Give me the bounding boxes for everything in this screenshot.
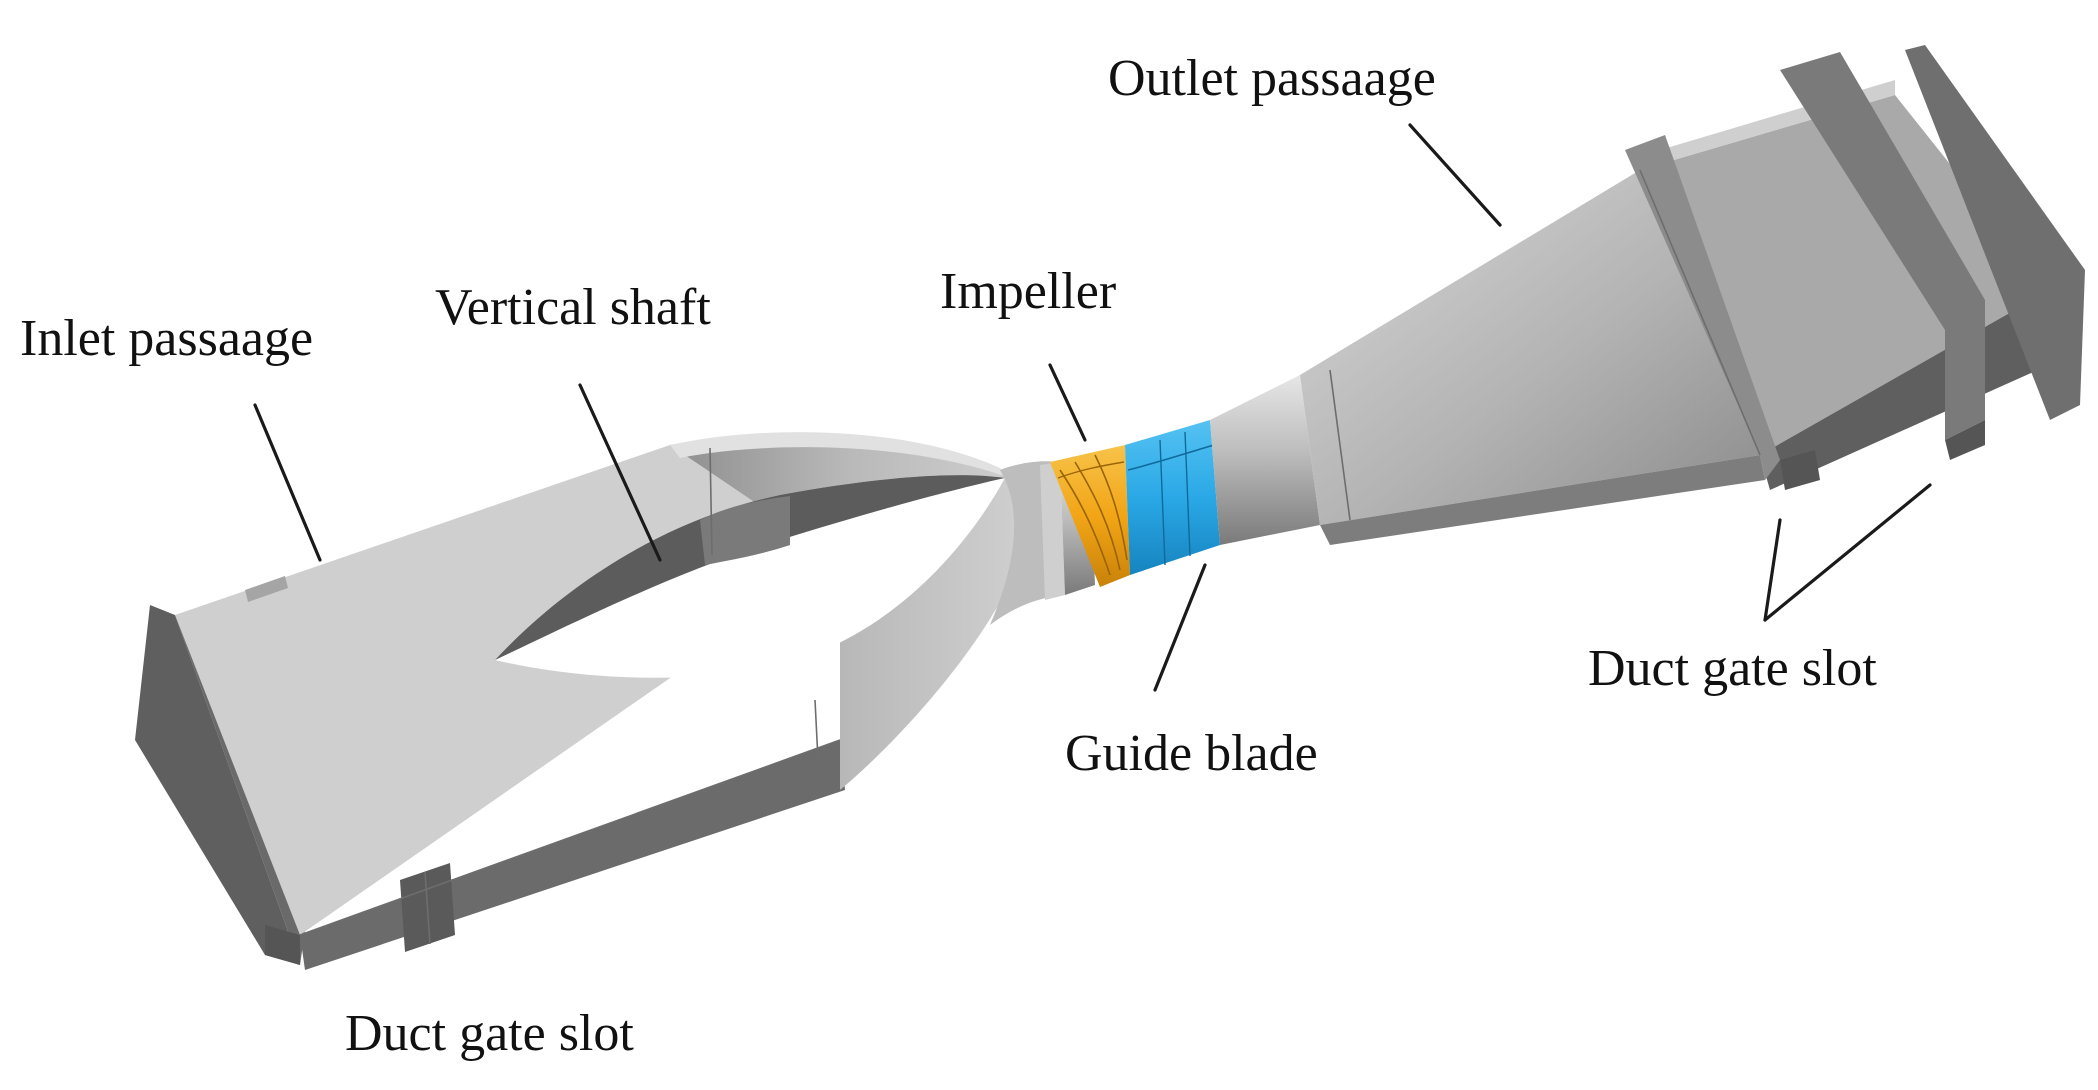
- right-gate-slot-2: [1780, 52, 1985, 440]
- leader-impeller: [1048, 363, 1087, 442]
- tube-segment-2: [1210, 375, 1320, 545]
- leader-guide-blade: [1153, 563, 1207, 692]
- leader-outlet-passage: [1408, 123, 1502, 227]
- right-gate-foot-1: [1780, 450, 1820, 490]
- right-gate-slot-3: [1905, 45, 2085, 420]
- leader-lines: [253, 123, 1932, 692]
- label-guide-blade: Guide blade: [1065, 725, 1318, 782]
- label-duct-gate-slot-left: Duct gate slot: [345, 1005, 634, 1062]
- outlet-cone-bottom: [1320, 455, 1765, 545]
- shaft-inner-seam: [700, 496, 790, 565]
- label-duct-gate-slot-right: Duct gate slot: [1588, 640, 1877, 697]
- outlet-cone: [1300, 170, 1760, 525]
- central-tube: [1040, 375, 1320, 600]
- vertical-shaft-body: [495, 432, 1060, 790]
- leader-right-gate-b: [1763, 483, 1932, 622]
- label-inlet-passage: Inlet passaage: [20, 310, 313, 367]
- tube-inlet-ring: [1040, 462, 1065, 600]
- right-gate-foot-2: [1945, 420, 1985, 460]
- right-gate-slot-1: [1625, 135, 1780, 480]
- outlet-passage-body: [1300, 45, 2085, 545]
- shaft-rim: [670, 432, 1010, 478]
- inlet-front-face: [135, 605, 300, 965]
- leader-inlet-passage: [253, 403, 322, 562]
- leader-right-gate-a: [1763, 518, 1782, 622]
- guide-blade-ring: [1125, 420, 1220, 575]
- leader-vertical-shaft: [578, 383, 662, 562]
- inlet-front-edge: [175, 615, 305, 965]
- shaft-opening: [495, 475, 1005, 678]
- labels: Outlet passaage Vertical shaft Impeller …: [20, 50, 1877, 1062]
- label-vertical-shaft: Vertical shaft: [435, 279, 711, 336]
- label-impeller: Impeller: [940, 263, 1116, 320]
- top-slot-notch: [245, 576, 288, 602]
- impeller-ring: [1050, 445, 1130, 587]
- inlet-corner: [265, 925, 300, 965]
- label-outlet-passage: Outlet passaage: [1108, 50, 1436, 107]
